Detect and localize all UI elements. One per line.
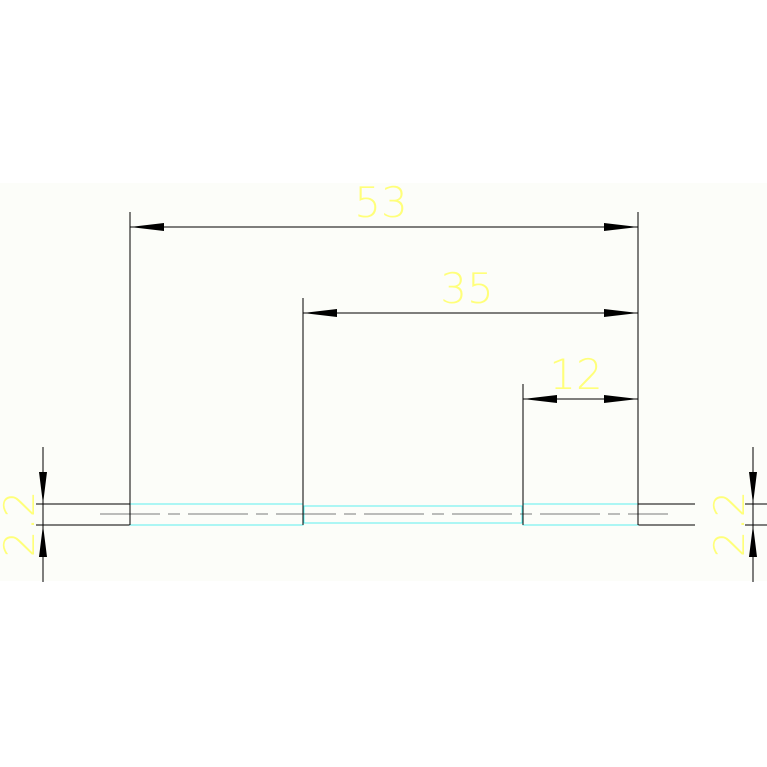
thickness-text-right: 2.2 — [705, 491, 754, 558]
arrowhead-right — [604, 309, 638, 317]
arrowhead-left — [130, 223, 164, 231]
thickness-dimension-left: 2.2 — [0, 447, 52, 582]
dimension-35: 35 — [303, 264, 638, 317]
strip-outline — [50, 503, 695, 526]
arrowhead-right — [604, 223, 638, 231]
thickness-dimension-right: 2.2 — [705, 447, 767, 582]
arrowhead-up — [39, 525, 47, 557]
arrowhead-right — [604, 395, 638, 403]
dimension-text-12: 12 — [549, 350, 602, 399]
thickness-text-left: 2.2 — [0, 491, 44, 558]
arrowhead-up — [749, 525, 757, 557]
arrowhead-left — [303, 309, 337, 317]
dimension-text-35: 35 — [440, 264, 493, 313]
arrowhead-down — [39, 472, 47, 504]
dimension-12: 12 — [523, 350, 638, 403]
drawing-sheet — [0, 183, 767, 581]
arrowhead-left — [523, 395, 557, 403]
arrowhead-down — [749, 472, 757, 504]
dimension-53: 53 — [130, 178, 638, 231]
dimension-text-53: 53 — [354, 178, 407, 227]
extension-lines — [129, 212, 639, 525]
